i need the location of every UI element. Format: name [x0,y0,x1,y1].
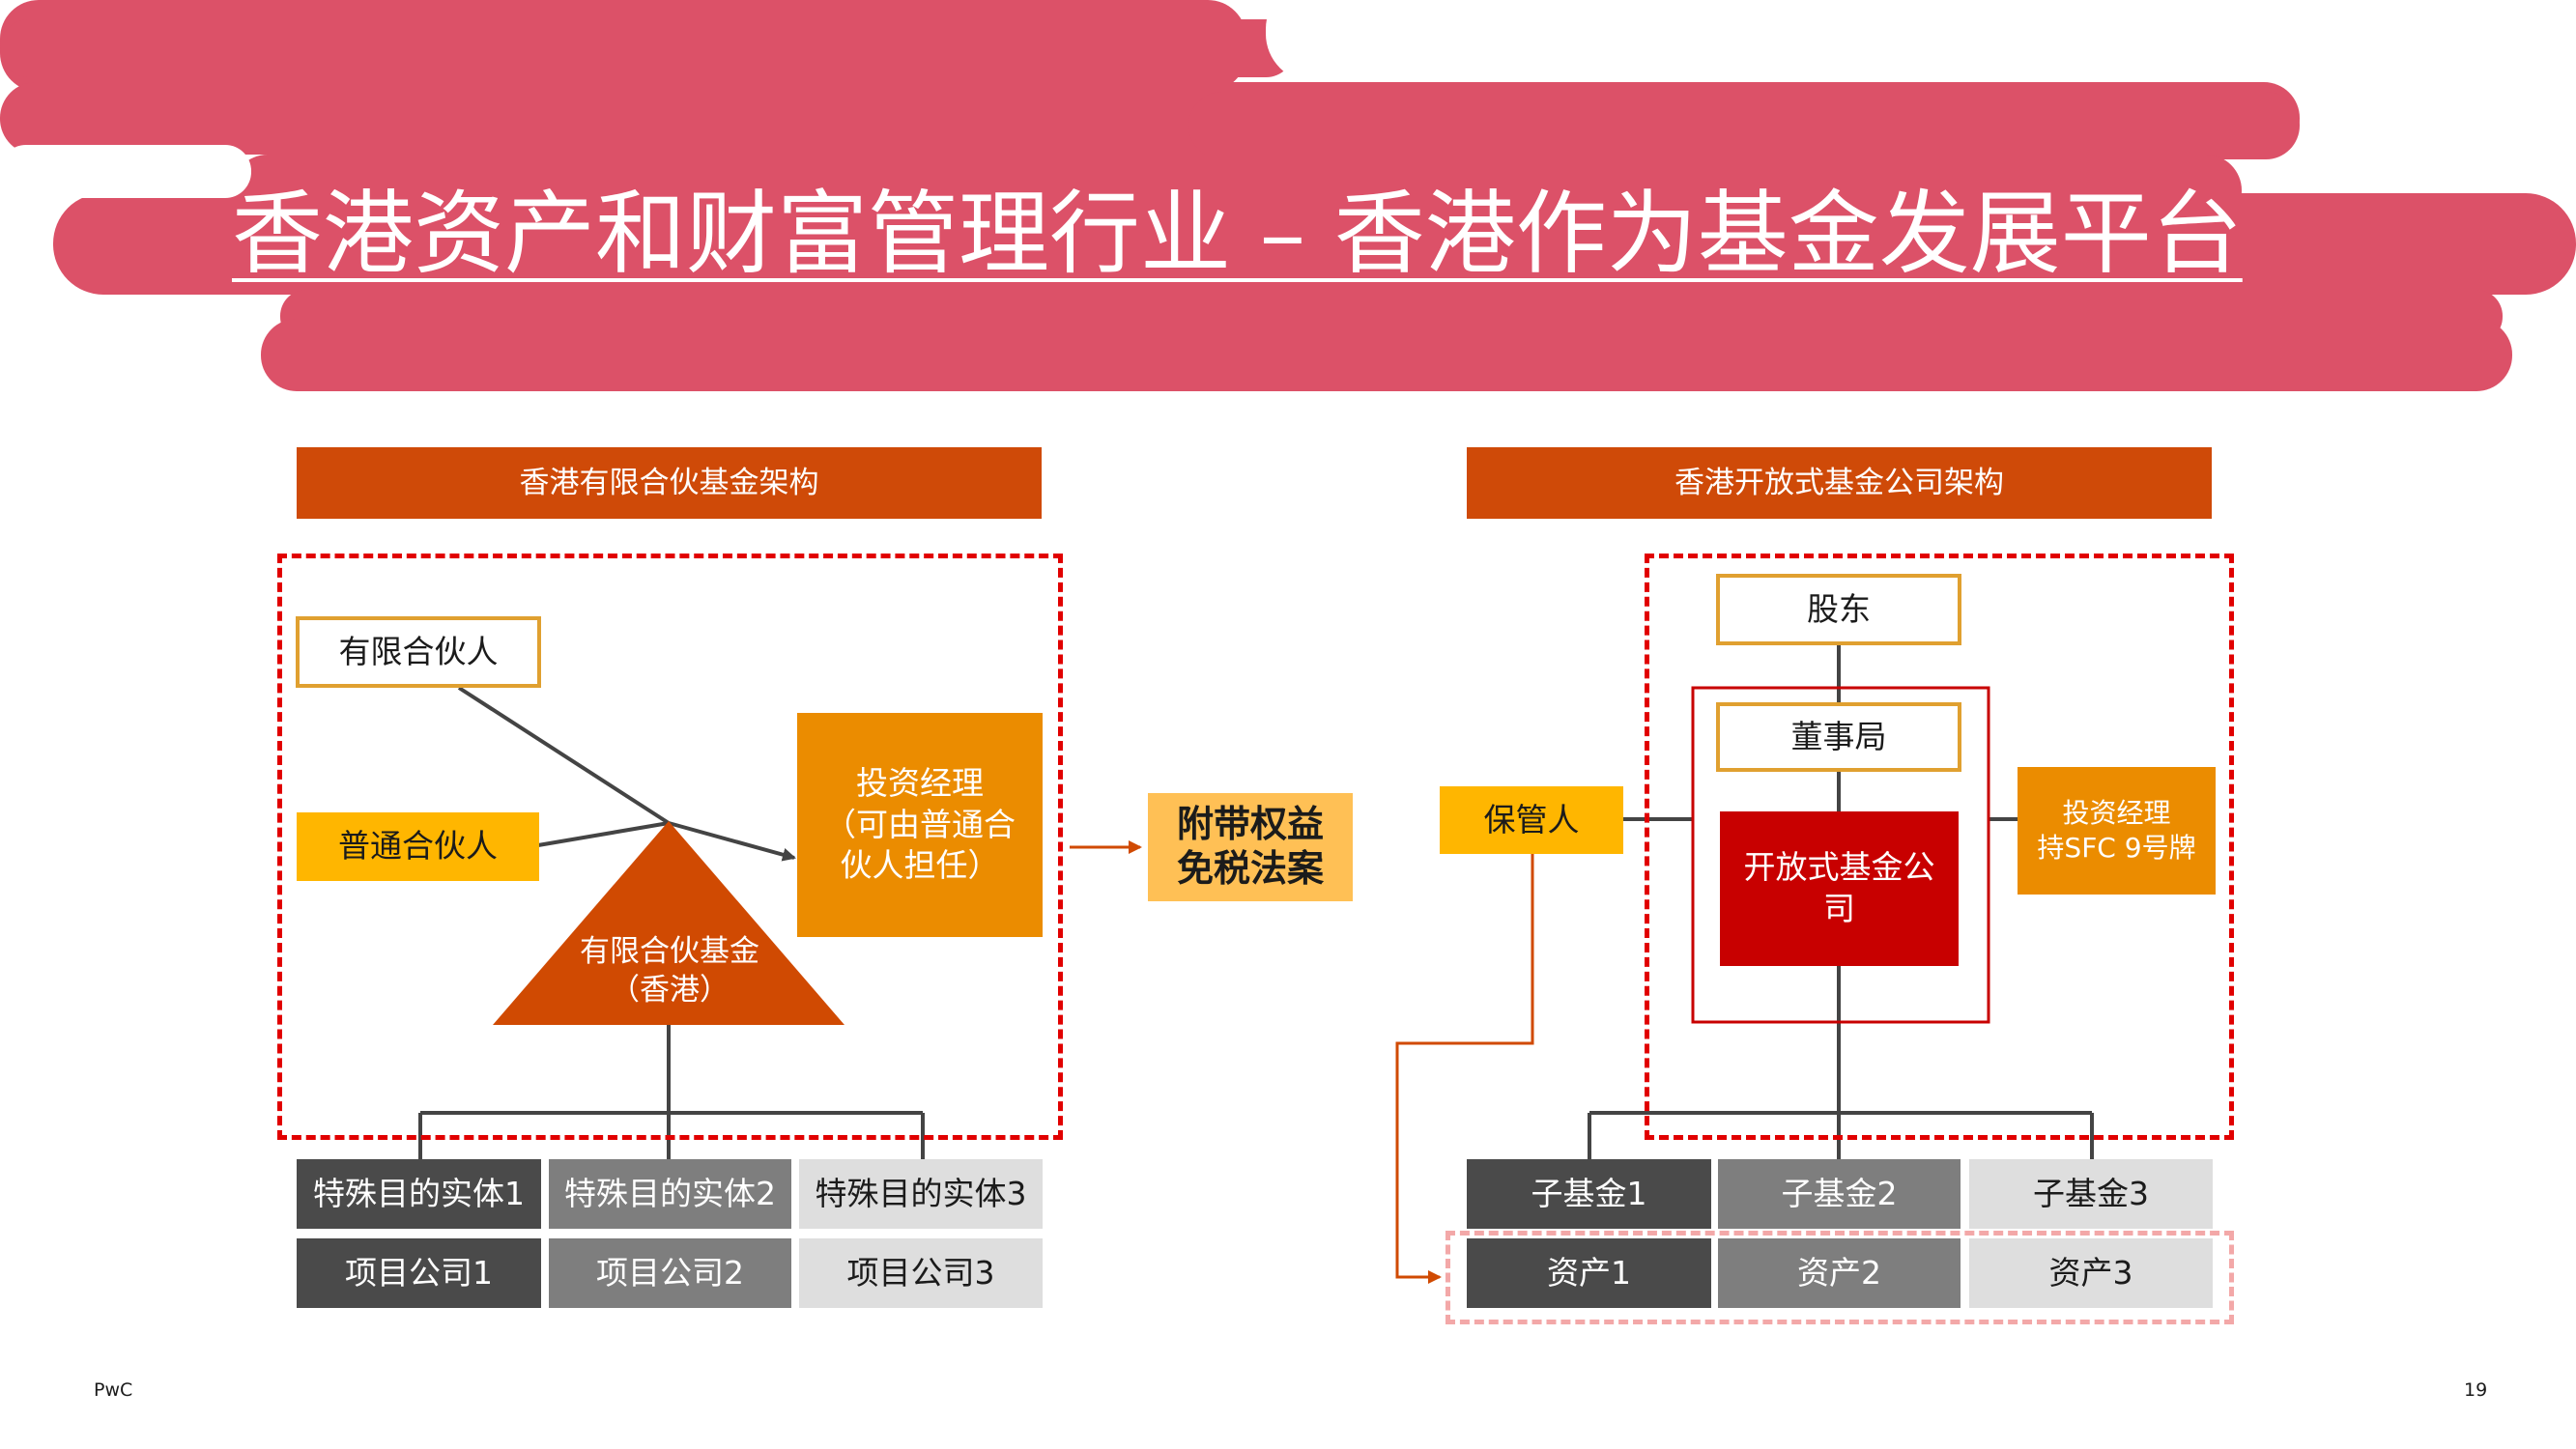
general-partner-box: 普通合伙人 [297,812,539,881]
subfund-3: 子基金3 [1969,1159,2213,1229]
asset-1: 资产1 [1467,1238,1711,1308]
lp-fund-line2: （香港） [610,973,730,1008]
custodian-box: 保管人 [1440,786,1623,854]
investment-manager-line3: 伙人担任） [840,846,1000,885]
board-box: 董事局 [1716,702,1961,772]
carried-interest-line1: 附带权益 [1176,803,1324,846]
carried-interest-line2: 免税法案 [1176,847,1324,890]
ofc-investment-manager-box: 投资经理 持SFC 9号牌 [2018,767,2216,895]
project-company-2: 项目公司2 [549,1238,791,1308]
asset-3: 资产3 [1969,1238,2213,1308]
lp-fund-structure-header: 香港有限合伙基金架构 [297,447,1042,519]
investment-manager-line2: （可由普通合 [824,805,1016,843]
carried-interest-tag: 附带权益 免税法案 [1148,793,1353,901]
lp-fund-line1: 有限合伙基金 [580,933,759,969]
spv-1: 特殊目的实体1 [297,1159,541,1229]
spv-2: 特殊目的实体2 [549,1159,791,1229]
investment-manager-box: 投资经理 （可由普通合 伙人担任） [797,713,1043,937]
page-number: 19 [2464,1379,2488,1401]
investment-manager-line1: 投资经理 [856,763,984,802]
lp-fund-triangle [493,821,844,1025]
ofc-line2: 司 [1823,890,1855,927]
subfund-1: 子基金1 [1467,1159,1711,1229]
ofc-structure-header: 香港开放式基金公司架构 [1467,447,2212,519]
project-company-1: 项目公司1 [297,1238,541,1308]
ofc-box: 开放式基金公 司 [1720,811,1959,966]
subfund-2: 子基金2 [1718,1159,1961,1229]
title-banner [0,0,2576,391]
spv-3: 特殊目的实体3 [799,1159,1043,1229]
lp-fund-label: 有限合伙基金 （香港） [541,927,798,1014]
ofc-im-line1: 投资经理 [2062,796,2171,829]
assets-dashed-frame [1445,1231,2234,1324]
shareholders-box: 股东 [1716,574,1961,645]
right-dashed-frame [1645,554,2234,1140]
page-title: 香港资产和财富管理行业 – 香港作为基金发展平台 [232,182,2243,287]
project-company-3: 项目公司3 [799,1238,1043,1308]
ofc-im-line2: 持SFC 9号牌 [2037,832,2196,864]
asset-2: 资产2 [1718,1238,1961,1308]
ofc-line1: 开放式基金公 [1743,848,1935,887]
footer-brand: PwC [94,1379,133,1401]
left-dashed-frame [277,554,1063,1140]
limited-partner-box: 有限合伙人 [296,616,541,688]
